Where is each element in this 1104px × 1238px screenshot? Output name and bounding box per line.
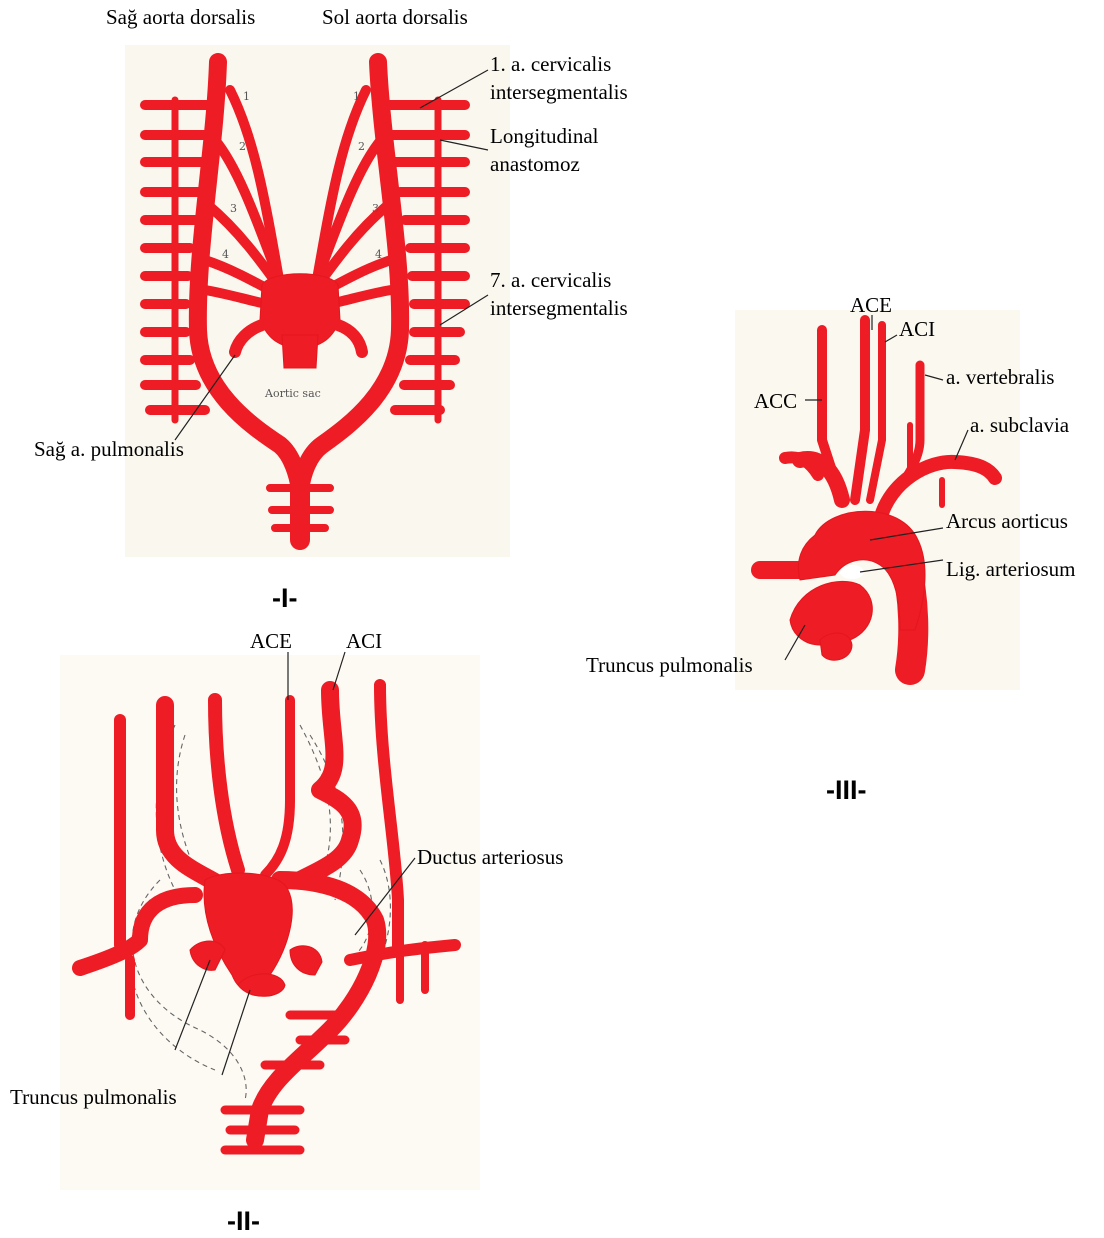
label-acc: ACC: [754, 387, 797, 415]
label-lig: Lig. arteriosum: [946, 555, 1075, 583]
panel-3-title: -III-: [826, 775, 867, 806]
label-aci-3: ACI: [899, 315, 935, 343]
panel-3-pulmonary-branch: [820, 633, 852, 660]
label-arcus: Arcus aorticus: [946, 507, 1068, 535]
label-vertebralis: a. vertebralis: [946, 363, 1054, 391]
label-subclavia: a. subclavia: [970, 411, 1069, 439]
label-truncus-3: Truncus pulmonalis: [586, 651, 753, 679]
label-ace-3: ACE: [850, 291, 892, 319]
